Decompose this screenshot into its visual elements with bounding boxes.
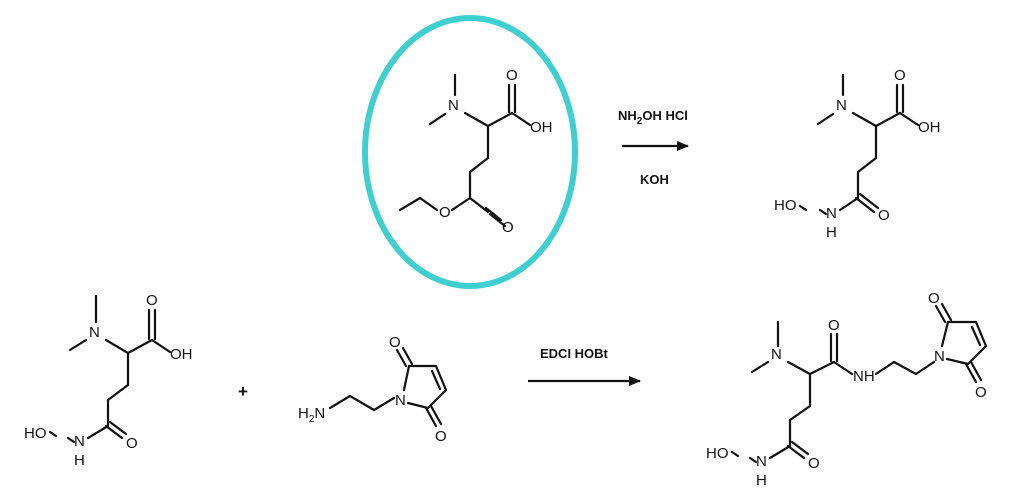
hydroxamic-acid-product-top: N O OH O N H HO [774, 67, 941, 241]
atom-o: O [389, 334, 401, 351]
reagent-hydroxylamine: NH2OH HCl [618, 108, 688, 127]
plus-sign: + [238, 382, 248, 401]
atom-ho: HO [774, 197, 797, 214]
atom-o: O [502, 219, 514, 236]
atom-n: N [934, 348, 945, 365]
atom-o: O [146, 292, 158, 309]
atom-n: N [448, 97, 459, 114]
atom-n: N [771, 346, 782, 363]
atom-oh: OH [918, 119, 941, 136]
atom-h: H [74, 452, 85, 469]
atom-h: H [826, 224, 837, 241]
atom-ho: HO [24, 425, 47, 442]
atom-nh: NH [853, 368, 875, 385]
atom-o: O [975, 384, 987, 401]
atom-o: O [878, 207, 890, 224]
atom-o: O [439, 204, 451, 221]
atom-o: O [506, 67, 518, 84]
atom-n: N [74, 433, 85, 450]
reagent-koh: KOH [640, 172, 669, 187]
atom-o: O [928, 290, 940, 307]
atom-o: O [435, 428, 447, 445]
atom-h: H [756, 472, 767, 489]
atom-oh: OH [170, 346, 193, 363]
reaction-2-conditions: EDCI HOBt [528, 346, 641, 386]
reagent-edci-hobt: EDCI HOBt [540, 346, 609, 361]
aminoethyl-maleimide: H2N N O O [298, 334, 448, 445]
atom-ho: HO [706, 445, 729, 462]
atom-n: N [89, 324, 100, 341]
atom-h2n: H2N [298, 405, 325, 425]
atom-o: O [808, 455, 820, 472]
atom-oh: OH [530, 119, 553, 136]
atom-o: O [828, 317, 840, 334]
atom-o: O [894, 67, 906, 84]
atom-n: N [836, 97, 847, 114]
atom-n: N [826, 205, 837, 222]
hydroxamic-acid-reactant: N O OH O N H HO [24, 292, 193, 469]
starting-ester-molecule: N O OH O O [398, 67, 553, 236]
reaction-1-conditions: NH2OH HCl KOH [618, 108, 689, 187]
atom-n: N [395, 392, 406, 409]
atom-n: N [756, 453, 767, 470]
maleimide-conjugate-product: N O NH N O O O N H HO [706, 290, 988, 489]
highlight-ellipse [362, 15, 578, 289]
atom-o: O [126, 435, 138, 452]
